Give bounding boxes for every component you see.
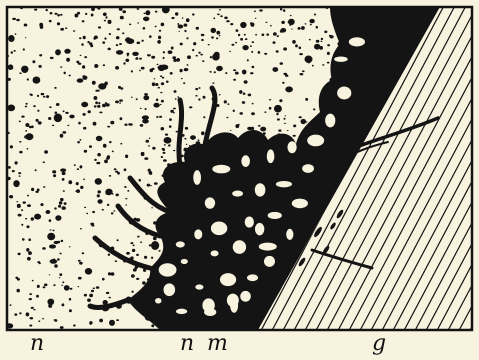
figure-frame bbox=[5, 5, 474, 332]
veins bbox=[310, 116, 440, 270]
label-n-middle: n bbox=[180, 331, 195, 356]
label-n-left: n bbox=[30, 331, 45, 356]
mass-holes bbox=[155, 37, 365, 316]
label-m: m bbox=[207, 331, 228, 356]
dark-mass bbox=[87, 7, 440, 330]
label-g: g bbox=[372, 331, 387, 356]
